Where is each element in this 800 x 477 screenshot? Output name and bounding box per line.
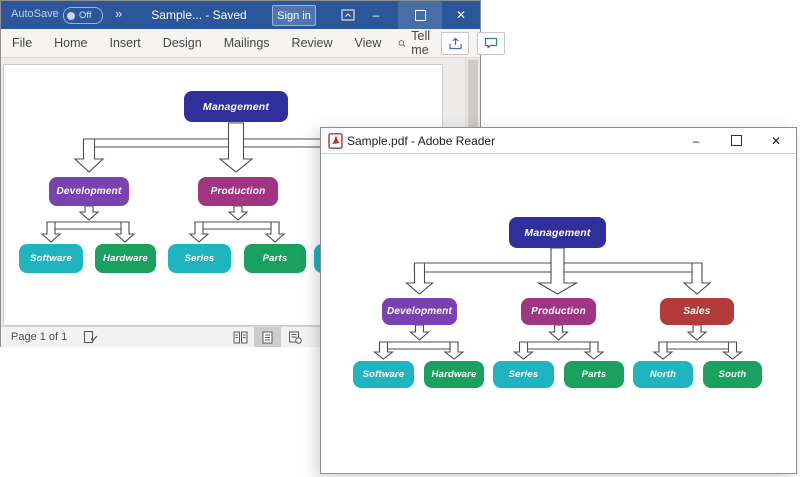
autosave-toggle[interactable]: Off [63,7,103,24]
sign-in-button[interactable]: Sign in [272,5,316,26]
autosave-state: Off [79,10,92,21]
pdf-node-hardware: Hardware [424,361,484,388]
web-layout-button[interactable] [281,327,308,347]
pdf-node-series: Series [493,361,554,388]
minimize-icon: – [372,8,380,22]
comment-icon [485,37,498,49]
close-icon: ✕ [455,8,467,22]
maximize-icon [730,135,742,146]
word-titlebar: AutoSave Off » Sample... - Saved Sign in… [1,1,480,29]
word-node-series[interactable]: Series [168,244,231,273]
comments-button[interactable] [477,31,506,55]
word-document-title: Sample... - Saved [151,8,247,22]
pdf-file-icon [328,133,343,149]
pdf-node-sales: Sales [660,298,734,325]
pdf-node-parts: Parts [564,361,624,388]
word-node-hardware[interactable]: Hardware [95,244,156,273]
tab-file[interactable]: File [12,35,33,50]
word-minimize-button[interactable]: – [362,1,390,29]
share-icon [449,36,462,49]
adobe-window-title: Sample.pdf - Adobe Reader [347,134,496,148]
tab-design[interactable]: Design [162,35,202,50]
quick-access-overflow-icon[interactable]: » [115,6,123,21]
autosave-label: AutoSave [11,8,59,20]
adobe-close-button[interactable]: ✕ [756,128,796,153]
adobe-minimize-button[interactable]: – [676,128,716,153]
word-node-software[interactable]: Software [19,244,83,273]
word-node-production[interactable]: Production [198,177,278,206]
share-button[interactable] [441,31,470,55]
search-icon [399,39,406,47]
close-icon: ✕ [770,133,782,148]
tab-mailings[interactable]: Mailings [223,35,270,50]
tab-home[interactable]: Home [54,35,88,50]
print-layout-icon [262,331,273,343]
web-layout-icon [288,331,302,344]
pdf-node-management: Management [509,217,606,248]
word-ribbon: File Home Insert Design Mailings Review … [1,29,506,58]
word-node-management[interactable]: Management [184,91,288,122]
tab-insert[interactable]: Insert [109,35,141,50]
scrollbar-thumb[interactable] [468,60,478,150]
maximize-icon [414,9,426,21]
minimize-icon: – [692,133,700,148]
word-node-parts[interactable]: Parts [244,244,306,273]
tab-review[interactable]: Review [291,35,333,50]
pdf-node-south: South [703,361,762,388]
print-layout-button[interactable] [254,327,281,347]
adobe-titlebar: Sample.pdf - Adobe Reader – ✕ [321,128,796,154]
adobe-reader-window: Sample.pdf - Adobe Reader – ✕ Management… [320,127,797,474]
word-maximize-button[interactable] [398,1,442,29]
pdf-node-development: Development [382,298,457,325]
read-mode-icon [233,331,248,343]
tell-me-box[interactable]: Tell me [392,29,441,57]
pdf-node-software: Software [353,361,414,388]
toggle-knob-icon [67,11,75,20]
pdf-node-production: Production [521,298,596,325]
read-mode-button[interactable] [227,327,254,347]
ribbon-display-options-icon [341,9,355,21]
ribbon-display-options-button[interactable] [334,1,362,29]
word-node-development[interactable]: Development [49,177,129,206]
word-close-button[interactable]: ✕ [442,1,480,29]
proofing-book-icon [84,330,98,344]
pdf-node-north: North [633,361,693,388]
proofing-status-button[interactable] [83,330,98,344]
tab-view[interactable]: View [354,35,382,50]
adobe-maximize-button[interactable] [716,128,756,153]
page-indicator[interactable]: Page 1 of 1 [11,331,68,343]
